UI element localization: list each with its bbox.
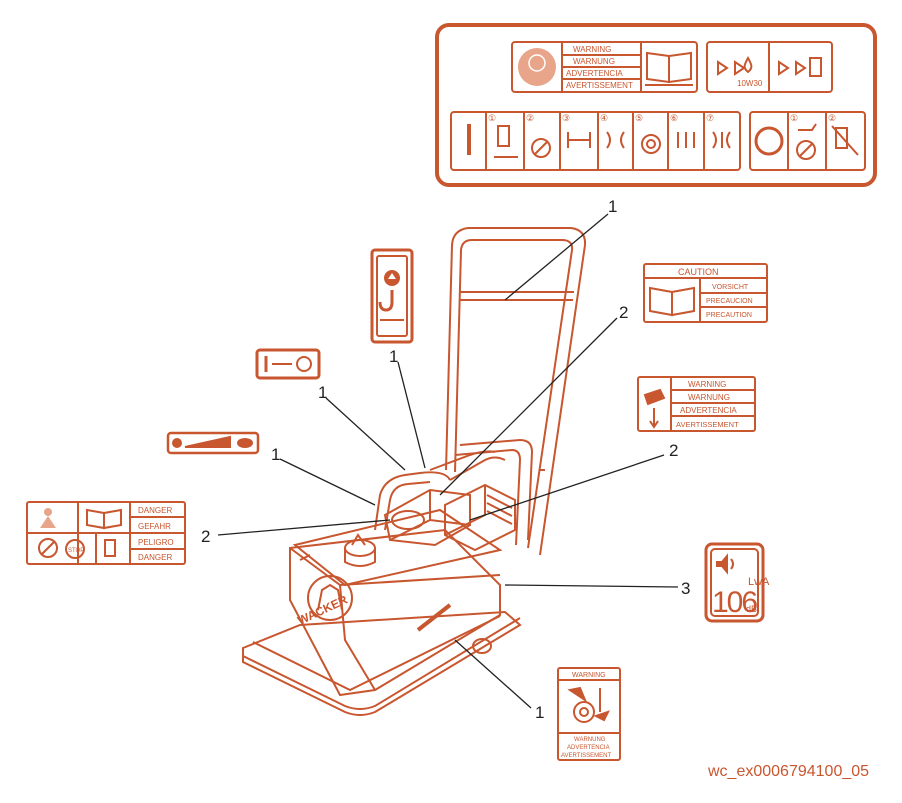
danger-label-en: DANGER: [138, 506, 172, 515]
hearing-protection-icon: [518, 48, 556, 86]
caution-label-en: CAUTION: [678, 267, 719, 277]
danger-label-fr: DANGER: [138, 553, 172, 562]
step-2: ②: [526, 113, 534, 123]
step-5: ⑤: [635, 113, 643, 123]
sound-value: 106: [712, 586, 757, 619]
throttle-icon: [184, 435, 231, 448]
sound-power-decal: [704, 542, 765, 623]
lwa-label: LwA: [748, 576, 770, 588]
stop-step-1: ①: [790, 113, 798, 123]
belt-label-fr: AVERTISSEMENT: [561, 753, 611, 759]
manual-book-icon: [649, 286, 673, 317]
crush-label-en: WARNING: [688, 380, 726, 389]
callout-1-handle: 1: [608, 197, 617, 216]
crush-label-es: ADVERTENCIA: [680, 406, 737, 415]
caution-label-de: VORSICHT: [712, 284, 749, 291]
belt-label-es: ADVERTENCIA: [567, 745, 610, 751]
stop-decal: [749, 111, 866, 171]
callout-3-sound: 3: [681, 579, 690, 598]
sound-unit: dB: [746, 604, 757, 614]
danger-decal: [26, 501, 186, 565]
oil-grade-label: 10W30: [737, 79, 763, 88]
step-1: ①: [488, 113, 496, 123]
throttle-decal: [166, 431, 260, 455]
danger-stop-label: STOP: [68, 548, 84, 554]
figure-id: wc_ex0006794100_05: [707, 763, 869, 780]
lifting-hook-icon: [378, 290, 394, 312]
warning-label-en: WARNING: [573, 45, 611, 54]
oil-fuel-decal: [706, 41, 833, 93]
warning-decal: [511, 41, 698, 93]
step-4: ④: [600, 113, 608, 123]
decal-group-text: WARNING WARNUNG ADVERTENCIA AVERTISSEMEN…: [488, 45, 836, 123]
step-6: ⑥: [670, 113, 678, 123]
warning-label-es: ADVERTENCIA: [566, 69, 623, 78]
callout-2-crush: 2: [669, 441, 678, 460]
crush-hazard-icon: [643, 388, 666, 406]
warning-label-de: WARNUNG: [573, 57, 615, 66]
decal-group-frame: [435, 23, 877, 187]
caution-label-es: PRECAUCION: [706, 298, 753, 305]
callout-lines: [217, 213, 679, 709]
operating-steps-decal: [450, 111, 741, 171]
callout-1-throttle: 1: [271, 445, 280, 464]
oil-icon: [743, 55, 753, 74]
fuel-icon: [809, 57, 822, 77]
belt-label-de: WARNUNG: [574, 737, 606, 743]
callout-1-belt: 1: [535, 703, 544, 722]
danger-label-de: GEFAHR: [138, 522, 171, 531]
callout-2-danger: 2: [201, 527, 210, 546]
belt-guard-icon: [573, 701, 595, 723]
danger-label-es: PELIGRO: [138, 538, 174, 547]
stop-step-2: ②: [828, 113, 836, 123]
caution-decal: [643, 263, 768, 323]
step-3: ③: [562, 113, 570, 123]
sound-power-icon: [716, 553, 728, 575]
crush-warning-decal: [637, 376, 756, 432]
choke-decal: [255, 348, 321, 380]
caution-label-fr: PRECAUTION: [706, 312, 752, 319]
warning-label-fr: AVERTISSEMENT: [566, 81, 633, 90]
manual-book-icon: [645, 51, 693, 86]
step-7: ⑦: [706, 113, 714, 123]
callout-numbers: 1 1 1 1 1 2 2 2 3: [201, 197, 690, 722]
callout-1-choke: 1: [318, 383, 327, 402]
crush-label-fr: AVERTISSEMENT: [676, 420, 739, 429]
callout-1-lift: 1: [389, 347, 398, 366]
plate-compactor-drawing: [242, 227, 587, 716]
lifting-hook-decal: [370, 248, 414, 344]
side-decal-text: CAUTION VORSICHT PRECAUCION PRECAUTION W…: [68, 267, 770, 759]
callout-2-caution: 2: [619, 303, 628, 322]
belt-label-top: WARNING: [572, 672, 606, 679]
crush-label-de: WARNUNG: [688, 393, 730, 402]
belt-warning-decal: [557, 667, 621, 761]
